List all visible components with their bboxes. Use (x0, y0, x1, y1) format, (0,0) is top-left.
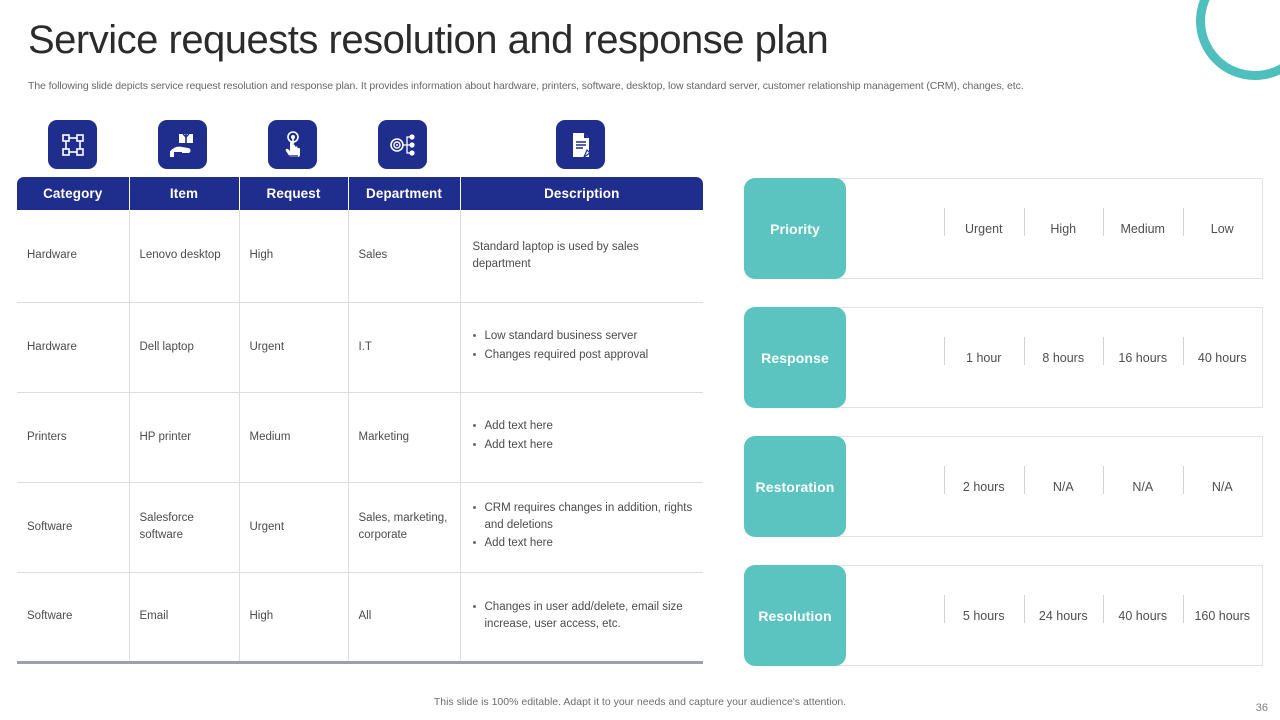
sla-value: N/A (1023, 465, 1104, 494)
sla-label-priority[interactable]: Priority (744, 178, 846, 279)
sla-value: 5 hours (944, 594, 1024, 623)
description-bullet: Changes in user add/delete, email size i… (471, 599, 694, 632)
table-row: Software Email High All Changes in user … (17, 572, 703, 664)
sla-cards: Urgent High Medium Low Priority 1 hour 8… (744, 178, 1263, 666)
table-row: Hardware Dell laptop Urgent I.T Low stan… (17, 302, 703, 393)
page-number: 36 (1255, 702, 1268, 714)
service-requests-table: Category Item Request Department Descrip… (17, 177, 703, 664)
sla-label-restoration[interactable]: Restoration (744, 436, 846, 537)
cell-category: Hardware (17, 302, 130, 393)
cell-category: Printers (17, 392, 130, 483)
column-header-description[interactable]: Description (460, 177, 703, 210)
sla-values-panel: 5 hours 24 hours 40 hours 160 hours (800, 565, 1263, 666)
sla-value: 1 hour (944, 336, 1024, 365)
sla-value: 8 hours (1023, 336, 1104, 365)
cell-department: Sales (348, 210, 461, 303)
sla-card-response: 1 hour 8 hours 16 hours 40 hours Respons… (744, 307, 1263, 408)
description-bullet: Add text here (471, 535, 694, 552)
resize-frame-icon[interactable] (48, 120, 97, 169)
hand-holding-package-icon[interactable] (158, 120, 207, 169)
description-bullet-list: Changes in user add/delete, email size i… (471, 599, 694, 632)
column-header-request[interactable]: Request (239, 177, 349, 210)
cell-department: I.T (348, 302, 461, 393)
cell-description: Low standard business server Changes req… (460, 302, 703, 393)
click-tap-hand-icon[interactable] (268, 120, 317, 169)
cell-description: CRM requires changes in addition, rights… (460, 482, 703, 573)
footer-note: This slide is 100% editable. Adapt it to… (433, 696, 847, 708)
sla-value: N/A (1182, 465, 1263, 494)
sla-value: 160 hours (1182, 594, 1263, 623)
description-text: Standard laptop is used by sales departm… (472, 241, 639, 270)
decorative-teal-arc (1196, 0, 1280, 80)
table-header-row: Category Item Request Department Descrip… (17, 177, 703, 210)
sla-value: Medium (1103, 207, 1183, 236)
sla-value: 40 hours (1182, 336, 1263, 365)
cell-department: All (348, 572, 461, 664)
description-bullet-list: Add text here Add text here (471, 418, 694, 453)
cell-description: Standard laptop is used by sales departm… (460, 210, 703, 303)
description-bullet-list: Low standard business server Changes req… (471, 328, 694, 363)
table-header: Category Item Request Department Descrip… (17, 177, 703, 210)
description-bullet-list: CRM requires changes in addition, rights… (471, 500, 694, 552)
sla-values-panel: 1 hour 8 hours 16 hours 40 hours (800, 307, 1263, 408)
sla-value: Urgent (944, 207, 1024, 236)
cell-department: Marketing (348, 392, 461, 483)
icon-row (48, 120, 605, 169)
cell-category: Software (17, 482, 130, 573)
cell-request: High (239, 210, 349, 303)
cell-category: Hardware (17, 210, 130, 303)
sla-value: 40 hours (1103, 594, 1183, 623)
description-bullet: Low standard business server (471, 328, 694, 345)
cell-item: HP printer (129, 392, 240, 483)
sla-value: N/A (1103, 465, 1183, 494)
cell-request: Urgent (239, 302, 349, 393)
cell-request: High (239, 572, 349, 664)
cell-item: Dell laptop (129, 302, 240, 393)
description-bullet: Add text here (471, 418, 694, 435)
cell-description: Add text here Add text here (460, 392, 703, 483)
sla-values-panel: Urgent High Medium Low (800, 178, 1263, 279)
table-row: Hardware Lenovo desktop High Sales Stand… (17, 210, 703, 303)
network-nodes-icon[interactable] (378, 120, 427, 169)
sla-card-restoration: 2 hours N/A N/A N/A Restoration (744, 436, 1263, 537)
description-bullet: Changes required post approval (471, 347, 694, 364)
document-edit-icon[interactable] (556, 120, 605, 169)
description-bullet: Add text here (471, 437, 694, 454)
table-body: Hardware Lenovo desktop High Sales Stand… (17, 210, 703, 664)
sla-value: 2 hours (944, 465, 1024, 494)
cell-item: Lenovo desktop (129, 210, 240, 303)
column-header-department[interactable]: Department (348, 177, 461, 210)
sla-card-resolution: 5 hours 24 hours 40 hours 160 hours Reso… (744, 565, 1263, 666)
sla-value: Low (1182, 207, 1263, 236)
cell-description: Changes in user add/delete, email size i… (460, 572, 703, 664)
sla-values-panel: 2 hours N/A N/A N/A (800, 436, 1263, 537)
cell-category: Software (17, 572, 130, 664)
table-row: Printers HP printer Medium Marketing Add… (17, 392, 703, 483)
sla-value: 16 hours (1103, 336, 1183, 365)
cell-request: Urgent (239, 482, 349, 573)
cell-item: Salesforce software (129, 482, 240, 573)
description-bullet: CRM requires changes in addition, rights… (471, 500, 694, 533)
sla-card-priority: Urgent High Medium Low Priority (744, 178, 1263, 279)
cell-department: Sales, marketing, corporate (348, 482, 461, 573)
sla-label-response[interactable]: Response (744, 307, 846, 408)
page-subtitle: The following slide depicts service requ… (28, 80, 1024, 92)
sla-value: High (1023, 207, 1104, 236)
column-header-item[interactable]: Item (129, 177, 240, 210)
table-row: Software Salesforce software Urgent Sale… (17, 482, 703, 573)
page-title: Service requests resolution and response… (28, 18, 829, 62)
cell-request: Medium (239, 392, 349, 483)
sla-value: 24 hours (1023, 594, 1104, 623)
cell-item: Email (129, 572, 240, 664)
sla-label-resolution[interactable]: Resolution (744, 565, 846, 666)
column-header-category[interactable]: Category (17, 177, 130, 210)
